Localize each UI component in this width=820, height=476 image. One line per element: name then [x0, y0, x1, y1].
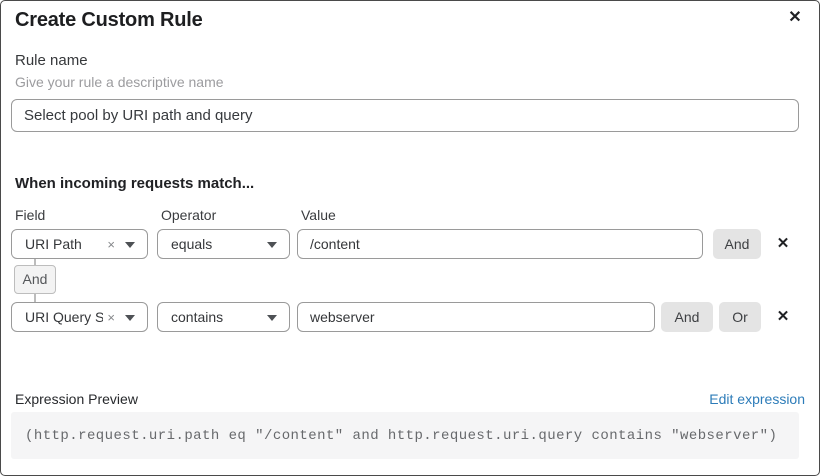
clear-icon[interactable]: × [107, 309, 115, 325]
expression-preview-label: Expression Preview [15, 391, 138, 407]
operator-select-row2[interactable]: contains [157, 302, 290, 332]
close-icon[interactable]: ✕ [788, 9, 802, 26]
field-select-row1[interactable]: URI Path × [11, 229, 148, 259]
dialog-title: Create Custom Rule [15, 9, 203, 31]
chevron-down-icon [267, 315, 277, 321]
rule-name-helper: Give your rule a descriptive name [15, 74, 224, 90]
operator-select-row1-value: equals [171, 236, 213, 252]
value-column-label: Value [301, 207, 336, 223]
remove-condition-icon-row1[interactable]: ✕ [776, 235, 790, 252]
field-select-row1-value: URI Path [25, 236, 82, 252]
chevron-down-icon [267, 242, 277, 248]
and-button-row2[interactable]: And [661, 302, 713, 332]
chevron-down-icon [125, 315, 135, 321]
connector-line-top [34, 259, 36, 265]
expression-text: (http.request.uri.path eq "/content" and… [25, 427, 778, 444]
operator-select-row1[interactable]: equals [157, 229, 290, 259]
and-connector-badge: And [14, 265, 56, 294]
field-column-label: Field [15, 207, 46, 223]
rule-name-input[interactable] [11, 99, 799, 132]
field-select-row2[interactable]: URI Query St... × [11, 302, 148, 332]
value-input-row2[interactable] [297, 302, 655, 332]
operator-select-row2-value: contains [171, 309, 224, 325]
edit-expression-link[interactable]: Edit expression [709, 391, 805, 407]
and-button-row1[interactable]: And [713, 229, 761, 259]
expression-preview-box: (http.request.uri.path eq "/content" and… [11, 412, 799, 459]
rule-name-label: Rule name [15, 52, 88, 69]
operator-column-label: Operator [161, 207, 217, 223]
field-select-row2-value: URI Query St... [25, 309, 103, 325]
connector-line-bottom [34, 294, 36, 302]
chevron-down-icon [125, 242, 135, 248]
remove-condition-icon-row2[interactable]: ✕ [776, 308, 790, 325]
clear-icon[interactable]: × [107, 236, 115, 252]
or-button-row2[interactable]: Or [719, 302, 761, 332]
value-input-row1[interactable] [297, 229, 703, 259]
match-section-heading: When incoming requests match... [15, 175, 255, 192]
